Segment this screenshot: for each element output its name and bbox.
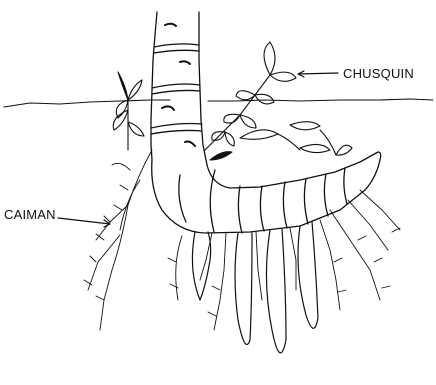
caiman-label: CAIMAN (4, 208, 56, 221)
tuber-roots (192, 222, 318, 353)
chusquin-label: CHUSQUIN (343, 67, 414, 80)
rhizome-body (152, 152, 381, 233)
culm-stem (151, 12, 207, 165)
chusquin-pointer-arrow (298, 71, 338, 77)
roots-left (84, 150, 152, 330)
caiman-pointer-arrow (58, 218, 110, 227)
left-sprout-leaves (113, 72, 144, 150)
ground-line (4, 99, 433, 107)
